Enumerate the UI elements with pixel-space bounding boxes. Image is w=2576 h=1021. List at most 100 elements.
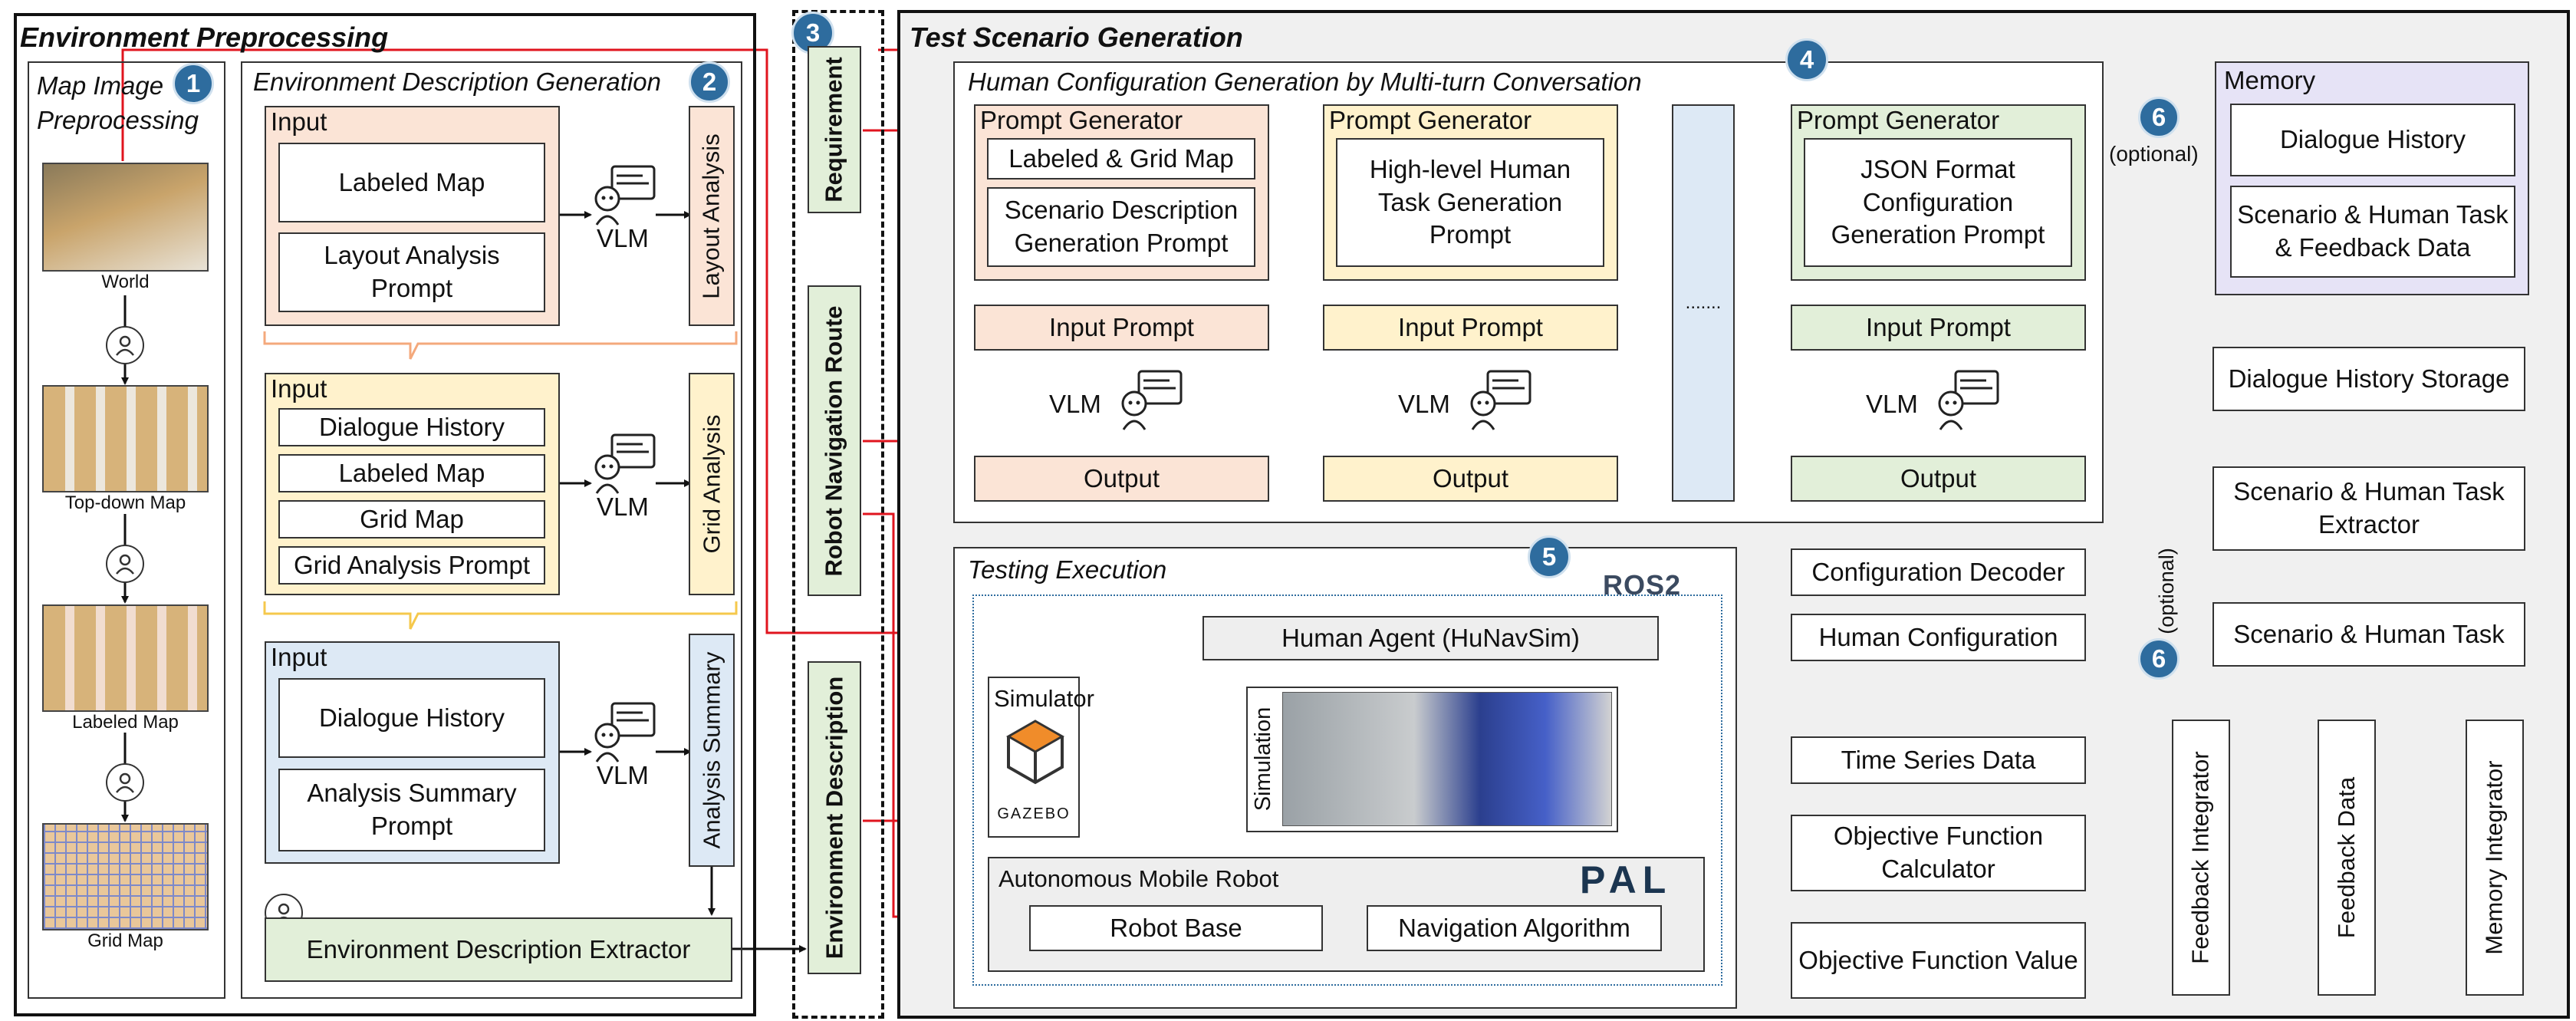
robot-base-box: Robot Base — [1029, 905, 1323, 951]
input-prompt-4: Input Prompt — [1791, 305, 2086, 351]
input-label: Input — [271, 643, 327, 671]
input-prompt-1: Input Prompt — [974, 305, 1269, 351]
vlm-robot-icon — [589, 165, 658, 257]
brace-orange — [263, 331, 738, 360]
human-configuration: Human Configuration — [1791, 614, 2086, 661]
top-down-map-caption: Top-down Map — [64, 492, 186, 513]
pal-logo-icon: PAL — [1580, 858, 1673, 901]
layout-analysis-prompt-item: Layout Analysis Prompt — [278, 232, 545, 312]
optional-label-vertical: (optional) — [2154, 547, 2178, 634]
output-4: Output — [1791, 456, 2086, 502]
step-badge-6b: 6 — [2138, 638, 2180, 680]
input-prompt-2: Input Prompt — [1323, 305, 1618, 351]
optional-label: (optional) — [2109, 142, 2199, 166]
person-icon — [106, 326, 144, 364]
labeled-map-item: Labeled Map — [278, 143, 545, 222]
vlm-label: VLM — [597, 492, 649, 521]
grid-map-item: Grid Map — [278, 500, 545, 538]
scenario-human-task: Scenario & Human Task — [2212, 602, 2525, 667]
dialogue-history-item: Dialogue History — [278, 678, 545, 758]
grid-map-image — [42, 823, 209, 930]
step-badge-5: 5 — [1528, 535, 1571, 578]
vlm-robot-icon — [1933, 370, 2002, 431]
step-badge-4: 4 — [1785, 38, 1828, 81]
step-badge-2: 2 — [689, 61, 730, 103]
robot-navigation-route-box: Robot Navigation Route — [808, 285, 861, 596]
map-preprocessing-title: Map Image Preprocessing — [37, 71, 199, 134]
step-badge-1: 1 — [173, 63, 214, 104]
grid-map-caption: Grid Map — [87, 930, 163, 951]
map-preprocessing-panel — [28, 61, 225, 999]
analysis-summary-prompt-item: Analysis Summary Prompt — [278, 769, 545, 851]
top-down-map-image — [42, 385, 209, 492]
simulator-label: Simulator — [994, 685, 1094, 712]
amr-label: Autonomous Mobile Robot — [998, 865, 1279, 892]
navigation-algorithm-box: Navigation Algorithm — [1367, 905, 1662, 951]
labeled-map-item: Labeled Map — [278, 454, 545, 492]
step-badge-6: 6 — [2138, 97, 2180, 138]
human-agent-box: Human Agent (HuNavSim) — [1202, 616, 1659, 660]
env-description-generation-title: Environment Description Generation — [253, 68, 661, 96]
output-1: Output — [974, 456, 1269, 502]
human-config-title: Human Configuration Generation by Multi-… — [968, 68, 1642, 96]
configuration-decoder: Configuration Decoder — [1791, 548, 2086, 596]
prompt-generator-label: Prompt Generator — [1329, 106, 1532, 134]
vlm-label: VLM — [1866, 390, 1918, 418]
world-image — [42, 163, 209, 272]
test-generation-title: Test Scenario Generation — [910, 21, 1243, 53]
prompt-generator-label: Prompt Generator — [1797, 106, 2000, 134]
prompt-generator-label: Prompt Generator — [980, 106, 1183, 134]
ellipsis-column: ....... — [1672, 104, 1735, 502]
dialogue-history-item: Dialogue History — [278, 408, 545, 446]
world-caption: World — [101, 272, 150, 292]
memory-integrator: Memory Integrator — [2466, 720, 2524, 996]
env-preprocessing-title: Environment Preprocessing — [20, 21, 389, 53]
person-icon — [106, 763, 144, 802]
vlm-robot-icon — [589, 433, 658, 525]
requirement-box: Requirement — [808, 46, 861, 213]
vlm-label: VLM — [1049, 390, 1101, 418]
labeled-map-image — [42, 604, 209, 712]
output-2: Output — [1323, 456, 1618, 502]
dialogue-history-storage: Dialogue History Storage — [2212, 347, 2525, 411]
ros2-boundary — [972, 594, 1722, 986]
vlm-robot-icon — [1465, 370, 1534, 431]
ros2-logo-icon: ROS2 — [1603, 569, 1682, 601]
time-series-data: Time Series Data — [1791, 736, 2086, 784]
layout-analysis-box: Layout Analysis — [689, 106, 735, 326]
feedback-integrator: Feedback Integrator — [2172, 720, 2230, 996]
inputs-dashed-panel — [792, 10, 884, 1019]
memory-scenario-feedback: Scenario & Human Task & Feedback Data — [2230, 186, 2515, 278]
memory-title: Memory — [2224, 66, 2316, 94]
input-label: Input — [271, 107, 327, 136]
gazebo-label: GAZEBO — [997, 805, 1071, 822]
env-description-generation-panel — [241, 61, 742, 999]
env-description-extractor: Environment Description Extractor — [265, 917, 732, 982]
environment-description-box: Environment Description — [808, 661, 861, 974]
grid-analysis-prompt-item: Grid Analysis Prompt — [278, 546, 545, 585]
vlm-robot-icon — [1116, 370, 1185, 431]
scenario-description-prompt-item: Scenario Description Generation Prompt — [987, 187, 1255, 267]
vlm-robot-icon — [589, 702, 658, 794]
objective-function-calculator: Objective Function Calculator — [1791, 815, 2086, 891]
json-config-prompt-item: JSON Format Configuration Generation Pro… — [1804, 138, 2072, 267]
memory-dialogue-history: Dialogue History — [2230, 104, 2515, 176]
objective-function-value: Objective Function Value — [1791, 922, 2086, 999]
simulation-screenshot — [1282, 692, 1612, 826]
labeled-grid-map-item: Labeled & Grid Map — [987, 138, 1255, 179]
brace-yellow — [263, 601, 738, 630]
person-icon — [106, 545, 144, 583]
vlm-label: VLM — [597, 224, 649, 252]
scenario-task-extractor: Scenario & Human Task Extractor — [2212, 466, 2525, 551]
vlm-label: VLM — [597, 761, 649, 789]
environment-preprocessing-panel — [14, 13, 756, 1016]
gazebo-logo-icon — [1005, 717, 1066, 794]
feedback-data: Feedback Data — [2318, 720, 2376, 996]
testing-execution-title: Testing Execution — [968, 555, 1167, 584]
grid-analysis-box: Grid Analysis — [689, 373, 735, 595]
input-label: Input — [271, 374, 327, 403]
analysis-summary-box: Analysis Summary — [689, 634, 735, 867]
vlm-label: VLM — [1398, 390, 1450, 418]
labeled-map-caption: Labeled Map — [72, 712, 179, 733]
